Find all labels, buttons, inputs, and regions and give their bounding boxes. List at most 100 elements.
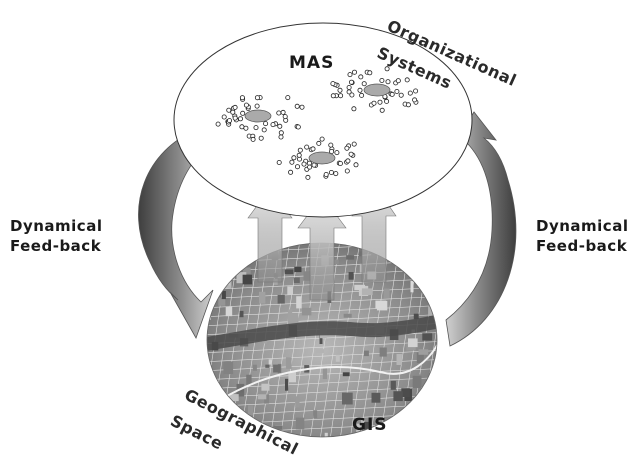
agent-dot: [333, 171, 339, 177]
agent-dot: [291, 155, 297, 161]
agent-dot: [254, 103, 260, 109]
agent-dot: [330, 93, 336, 99]
agent-dot: [250, 136, 256, 142]
agent-dot: [280, 109, 286, 115]
organization-core: [308, 151, 336, 165]
agent-dot: [351, 69, 357, 75]
agent-dot: [232, 115, 238, 121]
agent-dot: [347, 72, 353, 78]
agent-dot: [328, 169, 334, 175]
agent-dot: [240, 110, 246, 116]
agent-dot: [394, 89, 400, 95]
mas-organizational-ellipse: [173, 22, 473, 218]
agent-dot: [349, 92, 355, 98]
agent-dot: [377, 99, 383, 105]
agent-dot: [285, 95, 291, 101]
agent-cluster: [276, 136, 359, 180]
feedback-label-left: Dynamical Feed-back: [10, 216, 102, 256]
agent-dot: [215, 121, 221, 127]
agent-dot: [346, 85, 352, 91]
agent-dot: [294, 164, 300, 170]
mas-label: MAS: [289, 53, 335, 73]
agent-dot: [412, 97, 418, 103]
agent-dot: [288, 169, 294, 175]
agent-dot: [348, 79, 354, 85]
feedback-label-right-line1: Dynamical: [536, 217, 629, 235]
agent-dot: [263, 121, 269, 127]
agent-dot: [337, 160, 343, 166]
feedback-label-right: Dynamical Feed-back: [536, 216, 628, 256]
agent-dot: [243, 102, 249, 108]
organization-core: [244, 109, 272, 123]
agent-dot: [405, 102, 411, 108]
agent-dot: [413, 88, 419, 94]
gis-city-map: [206, 242, 438, 438]
agent-dot: [261, 127, 267, 133]
agent-dot: [239, 124, 245, 130]
agent-dot: [226, 118, 232, 124]
agent-dot: [301, 161, 307, 167]
agent-dot: [319, 136, 325, 142]
agent-dot: [334, 150, 340, 156]
agent-dot: [299, 104, 305, 110]
agent-dot: [351, 141, 357, 147]
agent-dot: [311, 162, 317, 168]
gis-label: GIS: [352, 415, 388, 435]
agent-dot: [385, 79, 391, 85]
agent-dot: [398, 92, 404, 98]
agent-dot: [348, 151, 354, 157]
agent-dot: [278, 130, 284, 136]
agent-dot: [305, 174, 311, 180]
agent-dot: [243, 125, 249, 131]
feedback-label-right-line2: Feed-back: [536, 237, 628, 255]
agent-dot: [404, 77, 410, 83]
agent-dot: [345, 158, 351, 164]
feedback-label-left-line1: Dynamical: [10, 217, 103, 235]
agent-dot: [330, 81, 336, 87]
agent-dot: [230, 109, 236, 115]
agent-dot: [307, 164, 313, 170]
agent-dot: [367, 70, 373, 76]
agent-dot: [270, 122, 276, 128]
feedback-arrow-left: [138, 129, 214, 339]
agent-dot: [379, 78, 385, 84]
agent-dot: [282, 114, 288, 120]
agent-dot: [361, 81, 367, 87]
agent-dot: [297, 147, 303, 153]
agent-dot: [395, 78, 401, 84]
agent-dot: [254, 95, 260, 101]
agent-cluster: [215, 95, 305, 142]
agent-dot: [371, 100, 377, 106]
agent-dot: [253, 125, 259, 131]
agent-dot: [239, 95, 245, 101]
agent-dot: [357, 87, 363, 93]
agent-dot: [296, 152, 302, 158]
agent-dot: [337, 87, 343, 93]
agent-dot: [344, 168, 350, 174]
agent-dot: [258, 135, 264, 141]
feedback-label-left-line2: Feed-back: [10, 237, 102, 255]
agent-dot: [384, 66, 390, 72]
agent-dot: [316, 140, 322, 146]
agent-dot: [353, 162, 359, 168]
feedback-arrow-right: [445, 111, 517, 347]
agent-cluster: [330, 66, 419, 113]
agent-dot: [289, 159, 295, 165]
agent-dot: [328, 142, 334, 148]
agent-dot: [389, 91, 395, 97]
agent-dot: [379, 107, 385, 113]
agent-dot: [276, 159, 282, 165]
agent-dot: [359, 92, 365, 98]
organization-core: [363, 83, 391, 97]
agent-dot: [344, 145, 350, 151]
agent-dot: [338, 93, 344, 99]
agent-dot: [237, 116, 243, 122]
agent-dot: [384, 98, 390, 104]
agent-dot: [351, 106, 357, 112]
agent-dot: [294, 103, 300, 109]
agent-dot: [358, 74, 364, 80]
agent-dot: [276, 110, 282, 116]
agent-dot: [226, 107, 232, 113]
agent-dot: [277, 123, 283, 129]
